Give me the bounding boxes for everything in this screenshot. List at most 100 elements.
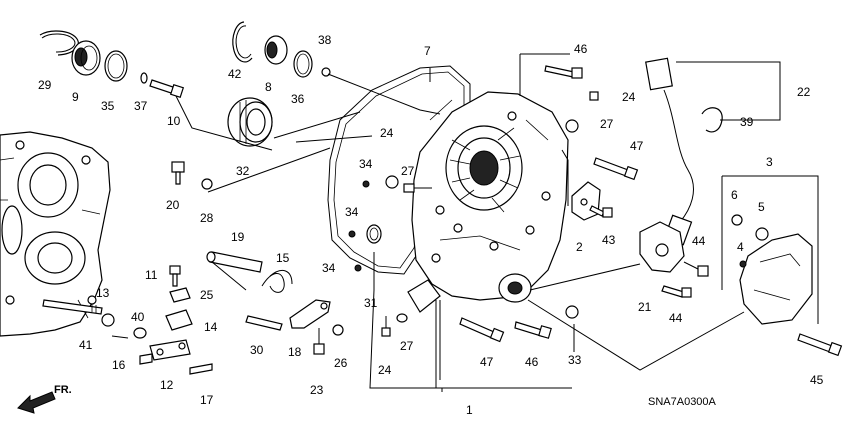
clip-13 [101, 313, 115, 327]
washer-37 [140, 72, 148, 84]
callout-17: 17 [200, 393, 214, 407]
callout-14: 14 [204, 320, 218, 334]
callout-44a: 44 [692, 234, 706, 248]
washer-40 [133, 327, 147, 339]
harness-connector-22 [645, 57, 694, 246]
bolt-44-low [661, 285, 692, 298]
bolt-11 [169, 265, 181, 287]
diagram-code: SNA7A0300A [648, 396, 717, 408]
pin-41 [111, 335, 129, 339]
callout-33: 33 [568, 353, 582, 367]
callout-16: 16 [112, 358, 126, 372]
callout-2: 2 [576, 240, 583, 254]
cover-3-frame [721, 175, 819, 324]
bolt-24-top [589, 91, 599, 101]
callout-23: 23 [310, 383, 324, 397]
block-14 [165, 309, 193, 331]
lever-18 [289, 299, 331, 329]
bearing-32 [227, 97, 273, 147]
pin-19 [206, 251, 263, 273]
pin-17 [189, 363, 213, 375]
plug-27-upper [565, 119, 579, 133]
callout-41: 41 [79, 338, 93, 352]
clip-39 [701, 107, 723, 133]
callout-1: 1 [466, 403, 473, 417]
callout-12: 12 [160, 378, 174, 392]
plug-27-center [385, 175, 399, 189]
callout-11: 11 [145, 268, 158, 282]
callout-28: 28 [200, 211, 214, 225]
callout-7: 7 [424, 44, 431, 58]
callout-24a: 24 [380, 126, 394, 140]
bolt-46-top [544, 65, 583, 79]
callout-35: 35 [101, 99, 115, 113]
callout-40: 40 [131, 310, 145, 324]
spring-15 [261, 269, 293, 293]
callout-19: 19 [231, 230, 245, 244]
bolt-20 [171, 161, 185, 185]
callout-10: 10 [167, 114, 181, 128]
callout-37: 37 [134, 99, 148, 113]
callout-27a: 27 [401, 164, 415, 178]
bolt-44-right [697, 265, 709, 277]
callout-29: 29 [38, 78, 52, 92]
bolt-45 [797, 333, 843, 357]
callout-47a: 47 [630, 139, 644, 153]
leader-lines [175, 53, 781, 392]
washer-27-lower [396, 313, 408, 323]
grommet-6 [731, 214, 743, 226]
link-12 [149, 339, 191, 361]
callout-39: 39 [740, 115, 754, 129]
nut-4 [739, 260, 747, 268]
transmission-housing-fragment [0, 131, 111, 337]
callout-44b: 44 [669, 311, 683, 325]
callout-9: 9 [72, 90, 79, 104]
bolt-10 [149, 79, 185, 99]
callout-26: 26 [334, 356, 348, 370]
seal-33 [565, 305, 579, 319]
callout-24b: 24 [622, 90, 636, 104]
callout-22: 22 [797, 85, 811, 99]
callout-27c: 27 [400, 339, 414, 353]
washer-26 [332, 324, 344, 336]
bolt-47-lower [459, 317, 505, 343]
cover-3 [739, 233, 813, 325]
bolt-24-mid [403, 183, 432, 193]
sensor-21 [639, 221, 701, 273]
callout-8: 8 [265, 80, 272, 94]
callout-47b: 47 [480, 355, 494, 369]
callout-31: 31 [364, 296, 378, 310]
pin-30 [245, 315, 283, 331]
bolt-24-lower [381, 316, 391, 337]
bracket-2 [571, 181, 601, 221]
callout-5: 5 [758, 200, 765, 214]
callout-13: 13 [96, 286, 110, 300]
seal-8 [264, 35, 288, 65]
callout-36: 36 [291, 92, 305, 106]
front-arrow-icon [17, 391, 56, 414]
snap-ring-42 [232, 21, 253, 63]
callout-34c: 34 [322, 261, 336, 275]
callout-34b: 34 [345, 205, 359, 219]
callout-42: 42 [228, 67, 242, 81]
seal-31 [366, 224, 382, 244]
callout-labels: 1 2 3 4 5 6 7 8 9 10 11 12 13 14 15 16 1… [38, 33, 824, 417]
callout-45: 45 [810, 373, 824, 387]
bolt-43 [589, 205, 613, 218]
grommet-5 [755, 227, 769, 241]
washer-34-mid [348, 230, 356, 238]
bolt-46-lower [514, 321, 552, 339]
front-arrow-label: FR. [54, 384, 72, 396]
callout-15: 15 [276, 251, 290, 265]
callout-38: 38 [318, 33, 332, 47]
callout-27b: 27 [600, 117, 614, 131]
callout-43: 43 [602, 233, 616, 247]
callout-32: 32 [236, 164, 250, 178]
right-side-cover [407, 91, 569, 313]
o-ring-35 [104, 50, 128, 82]
snap-ring-29 [39, 30, 79, 56]
callout-21: 21 [638, 300, 652, 314]
callout-6: 6 [731, 188, 738, 202]
seal-9 [71, 40, 101, 76]
